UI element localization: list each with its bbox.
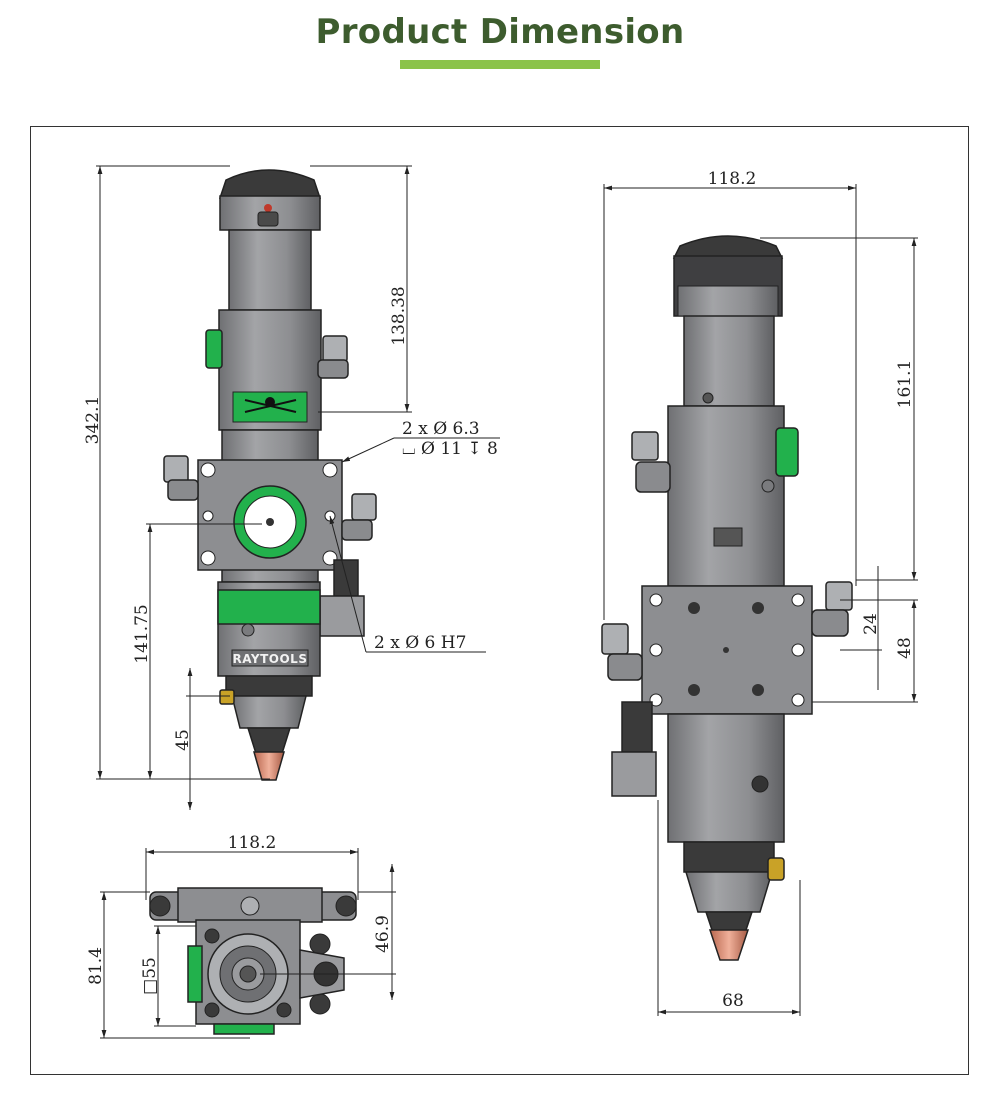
dim-total-height: 342.1: [83, 396, 103, 445]
dim-side-width: 118.2: [708, 169, 757, 189]
dim-bottom-width: 118.2: [228, 833, 277, 853]
front-bottom-knurl: [225, 675, 313, 697]
dim-bottom-square: □55: [140, 957, 160, 995]
side-upper-body: [667, 405, 785, 587]
side-lower-body: [667, 713, 785, 843]
hole-spec-2: ⌴ Ø 11 ↧ 8: [402, 439, 498, 459]
front-nozzle-tip: [253, 751, 285, 781]
side-fitting-right: [811, 581, 853, 637]
front-green-band: [217, 589, 321, 625]
front-connector-block: [319, 595, 365, 637]
page-title: Product Dimension: [315, 12, 685, 52]
front-nozzle-holder: [231, 695, 307, 729]
pin-spec: 2 x Ø 6 H7: [374, 633, 466, 653]
bottom-green-latch: [187, 945, 203, 1003]
side-gas-port: [767, 857, 785, 881]
brand-logo: RAYTOOLS: [233, 652, 308, 666]
dim-bottom-offset: 46.9: [373, 915, 393, 953]
bottom-view: 118.2 81.4 □55 46.9: [86, 833, 396, 1039]
front-green-latch: [205, 329, 223, 369]
front-view: RAYTOOLS 342.1 138.38 141.75 45 2 x Ø 6.…: [83, 165, 500, 810]
title-underline: [400, 60, 600, 69]
laser-warning-label: [232, 391, 308, 423]
side-nozzle-tip: [708, 929, 750, 961]
front-fitting-left: [163, 455, 199, 501]
side-view: 118.2 161.1 24 48 68: [601, 169, 918, 1016]
side-green-latch: [775, 427, 799, 477]
dim-lower-height: 141.75: [132, 604, 152, 663]
side-fitting-lower-left: [601, 623, 643, 681]
dim-side-offset-b: 48: [895, 637, 915, 659]
side-connector: [621, 701, 653, 753]
dim-upper-height: 138.38: [389, 286, 409, 345]
front-fitting-right: [341, 493, 377, 541]
dim-side-upper: 161.1: [895, 360, 915, 409]
drawing-frame: [30, 126, 969, 1075]
side-cylinder: [683, 315, 775, 407]
dim-nozzle-height: 45: [173, 729, 193, 751]
front-top-cap: [218, 169, 322, 231]
dim-side-offset-a: 24: [861, 613, 881, 635]
dim-bottom-depth: 81.4: [86, 947, 106, 985]
focus-dial: [233, 485, 307, 559]
front-cylinder: [228, 229, 312, 311]
side-connector-block: [611, 751, 657, 797]
front-fitting-upper: [317, 335, 349, 379]
dim-side-bottom-width: 68: [722, 991, 744, 1011]
side-fitting-left: [631, 431, 671, 493]
side-bottom-knurl: [683, 841, 775, 873]
hole-spec-1: 2 x Ø 6.3: [402, 419, 480, 439]
front-gas-port: [219, 689, 235, 705]
